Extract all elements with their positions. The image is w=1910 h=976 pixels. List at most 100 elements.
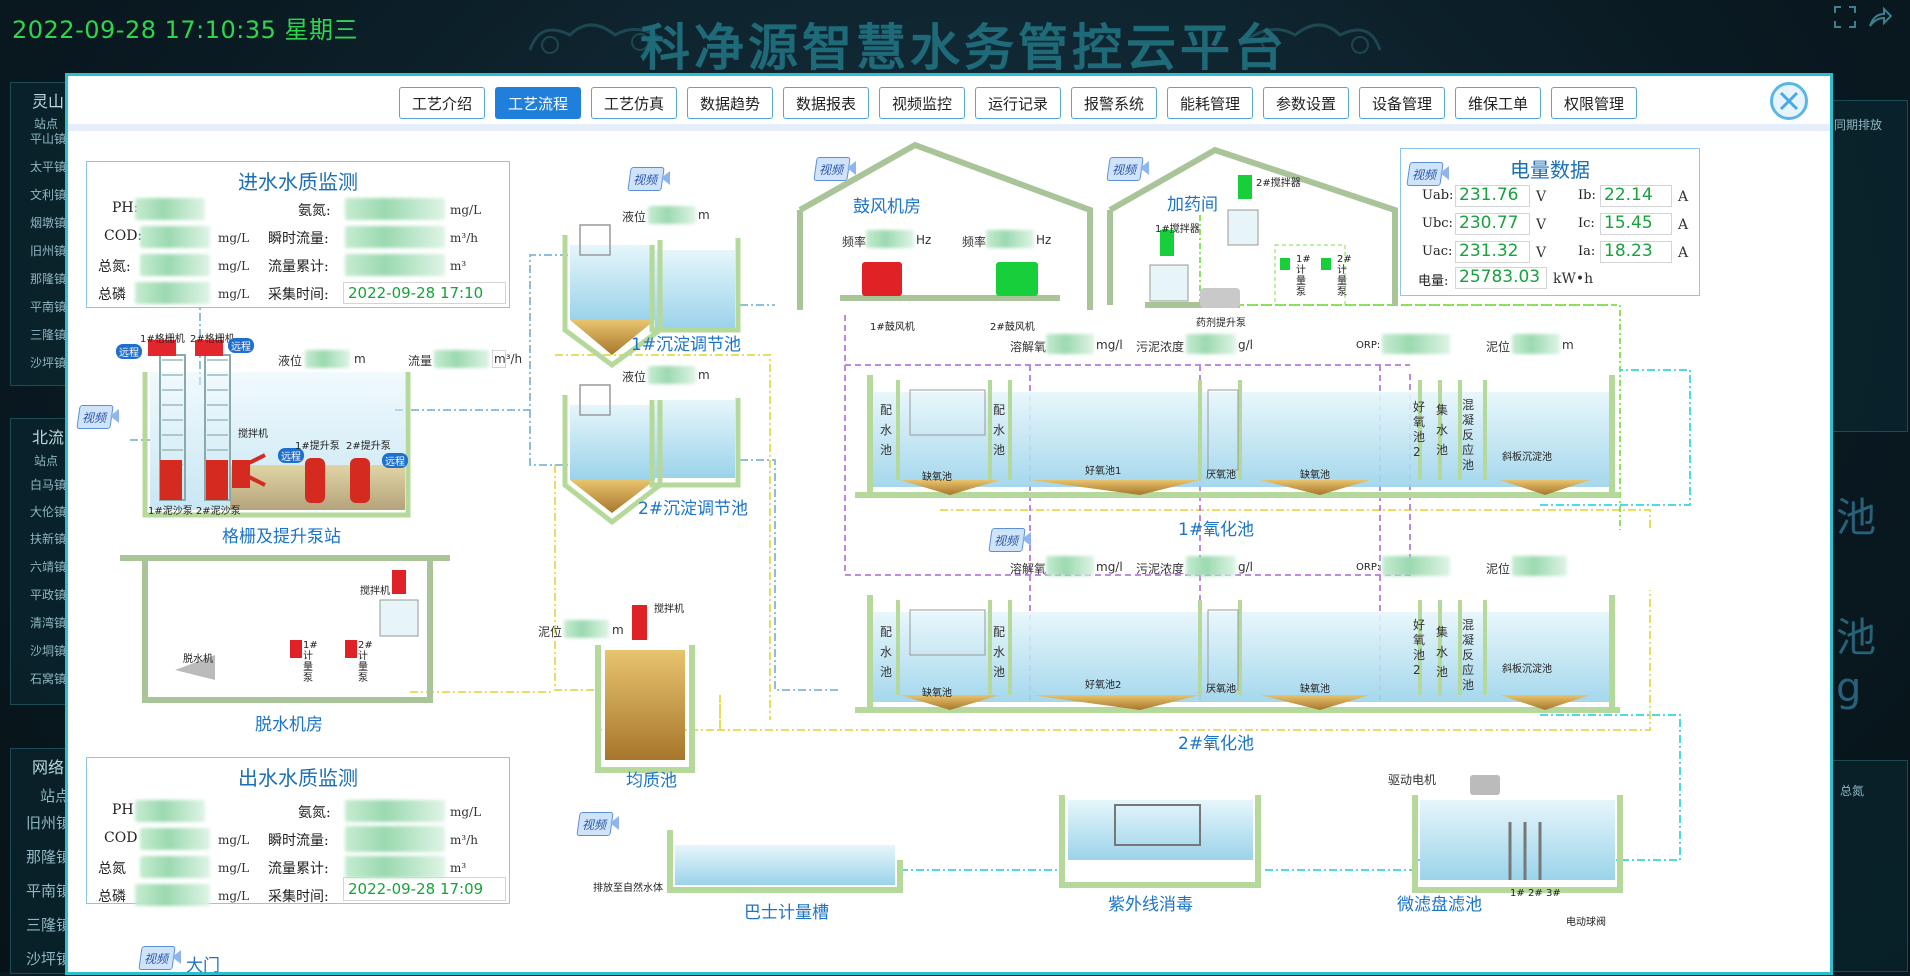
unit-label: mg/L bbox=[218, 861, 250, 875]
bg-row: 烟墩镇 bbox=[30, 216, 67, 230]
remote-badge[interactable]: 远程 bbox=[116, 344, 142, 359]
outflow-nh-value bbox=[345, 800, 445, 822]
ox2-do-label: 溶解氧 bbox=[1010, 562, 1047, 576]
outflow-total-label: 流量累计: bbox=[268, 861, 329, 877]
video-icon[interactable]: 视频 bbox=[1106, 155, 1149, 181]
ox2-collection-label: 集水池 bbox=[1436, 625, 1449, 679]
ib-label: Ib: bbox=[1578, 188, 1596, 203]
bg-row: 清湾镇 bbox=[30, 616, 67, 630]
bg-row: 旧州镇 bbox=[26, 814, 72, 832]
outflow-flow-label: 瞬时流量: bbox=[268, 833, 329, 849]
remote-badge[interactable]: 远程 bbox=[278, 448, 304, 463]
unit-label: mg/L bbox=[218, 833, 250, 847]
uab-box bbox=[1455, 185, 1530, 207]
chem-lift-pump-label: 药剂提升泵 bbox=[1196, 318, 1246, 329]
tab-simulation[interactable]: 工艺仿真 bbox=[591, 87, 677, 119]
bg-row: 扶新镇 bbox=[30, 532, 67, 546]
blower-2-label: 2#鼓风机 bbox=[990, 322, 1035, 333]
video-icon[interactable]: 视频 bbox=[138, 944, 181, 970]
ib-box bbox=[1600, 185, 1672, 207]
tab-maintenance[interactable]: 维保工单 bbox=[1455, 87, 1541, 119]
unit-label: mg/L bbox=[450, 805, 482, 819]
outflow-cod-value bbox=[140, 828, 210, 850]
unit-label: g/l bbox=[1238, 338, 1253, 352]
electric-valve-label: 电动球阀 bbox=[1566, 917, 1606, 928]
dewater-mixer-label: 搅拌机 bbox=[360, 586, 390, 597]
tab-report[interactable]: 数据报表 bbox=[783, 87, 869, 119]
ox1-do-value bbox=[1046, 334, 1094, 354]
ox2-sludge-level-label: 泥位 bbox=[1486, 562, 1511, 576]
ox2-mlss-label: 污泥浓度 bbox=[1136, 562, 1185, 576]
unit-label: mg/L bbox=[450, 203, 482, 217]
ia-label: Ia: bbox=[1578, 244, 1596, 259]
tab-energy[interactable]: 能耗管理 bbox=[1167, 87, 1253, 119]
tab-video[interactable]: 视频监控 bbox=[879, 87, 965, 119]
blower2-freq-label: 频率 bbox=[962, 235, 987, 249]
inflow-time-value: 2022-09-28 17:10 bbox=[348, 284, 484, 302]
parshall-flume-label: 巴士计量槽 bbox=[744, 903, 829, 923]
tab-intro[interactable]: 工艺介绍 bbox=[399, 87, 485, 119]
video-icon[interactable]: 视频 bbox=[627, 165, 670, 191]
filter-pump-label: 2# bbox=[1528, 888, 1543, 899]
bg-row: 平山镇 bbox=[30, 132, 67, 146]
uac-box bbox=[1455, 241, 1530, 263]
close-icon bbox=[1779, 91, 1799, 111]
bg-row: 石窝镇 bbox=[30, 672, 67, 686]
unit-label: V bbox=[1536, 189, 1547, 205]
pump-level-label: 液位 bbox=[278, 354, 303, 368]
unit-label: m bbox=[698, 368, 710, 382]
inflow-tn-value bbox=[140, 254, 210, 276]
datetime-display: 2022-09-28 17:10:35 星期三 bbox=[12, 16, 359, 44]
homog-tank-label: 均质池 bbox=[626, 771, 677, 791]
video-icon[interactable]: 视频 bbox=[576, 810, 619, 836]
bg-row: 白马镇 bbox=[30, 478, 67, 492]
tab-alarm[interactable]: 报警系统 bbox=[1071, 87, 1157, 119]
tab-log[interactable]: 运行记录 bbox=[975, 87, 1061, 119]
unit-label: m bbox=[612, 623, 624, 637]
ox1-collection-label: 集水池 bbox=[1436, 403, 1449, 457]
inflow-cod-value bbox=[140, 226, 210, 248]
bg-panel-lingshan-heading: 灵山 bbox=[32, 92, 65, 111]
uac-label: Uac: bbox=[1422, 244, 1453, 259]
video-icon[interactable]: 视频 bbox=[1406, 160, 1449, 186]
dewater-meter-pump-1-label: 1#计量泵 bbox=[303, 640, 318, 684]
lift-pump-2-label: 2#提升泵 bbox=[346, 441, 391, 452]
unit-label: mg/L bbox=[218, 287, 250, 301]
close-button[interactable] bbox=[1770, 82, 1808, 120]
video-icon[interactable]: 视频 bbox=[76, 403, 119, 429]
bg-row: 旧州镇 bbox=[30, 244, 67, 258]
ic-label: Ic: bbox=[1578, 216, 1595, 231]
outflow-tp-value bbox=[135, 884, 210, 906]
bg-row: 大伦镇 bbox=[30, 505, 67, 519]
sed1-level-value bbox=[648, 206, 696, 224]
inflow-flow-label: 瞬时流量: bbox=[268, 231, 329, 247]
tab-permissions[interactable]: 权限管理 bbox=[1551, 87, 1637, 119]
unit-label: m bbox=[354, 352, 366, 366]
cloud-decoration-left bbox=[528, 23, 671, 54]
ox-tank-2-label: 2#氧化池 bbox=[1178, 734, 1255, 754]
sed2-level-label: 液位 bbox=[622, 370, 647, 384]
remote-badge[interactable]: 远程 bbox=[228, 338, 254, 353]
tab-params[interactable]: 参数设置 bbox=[1263, 87, 1349, 119]
tab-devices[interactable]: 设备管理 bbox=[1359, 87, 1445, 119]
inflow-flow-value bbox=[345, 226, 445, 248]
gate-label[interactable]: 大门 bbox=[186, 956, 220, 976]
sed-tank-1-label: 1#沉淀调节池 bbox=[631, 335, 742, 355]
outflow-cod-label: COD bbox=[104, 830, 138, 846]
video-icon[interactable]: 视频 bbox=[813, 155, 856, 181]
ox2-coag-label: 混凝反应池 bbox=[1462, 618, 1475, 692]
bg-col-header: 站点 bbox=[34, 117, 59, 131]
tab-flow[interactable]: 工艺流程 bbox=[495, 87, 581, 119]
outflow-tp-label: 总磷 bbox=[98, 889, 126, 905]
bg-col-header: 站点 bbox=[34, 454, 59, 468]
tab-trend[interactable]: 数据趋势 bbox=[687, 87, 773, 119]
outflow-time-value: 2022-09-28 17:09 bbox=[348, 880, 484, 898]
bg-row: 三隆镇 bbox=[26, 916, 72, 934]
video-icon[interactable]: 视频 bbox=[988, 526, 1031, 552]
fullscreen-icon[interactable] bbox=[1832, 4, 1858, 30]
pump-flow-label: 流量 bbox=[408, 354, 433, 368]
remote-badge[interactable]: 远程 bbox=[382, 453, 408, 468]
bg-right-label: 同期排放 bbox=[1834, 118, 1883, 132]
share-icon[interactable] bbox=[1868, 6, 1892, 28]
dewater-room-label: 脱水机房 bbox=[255, 715, 323, 735]
